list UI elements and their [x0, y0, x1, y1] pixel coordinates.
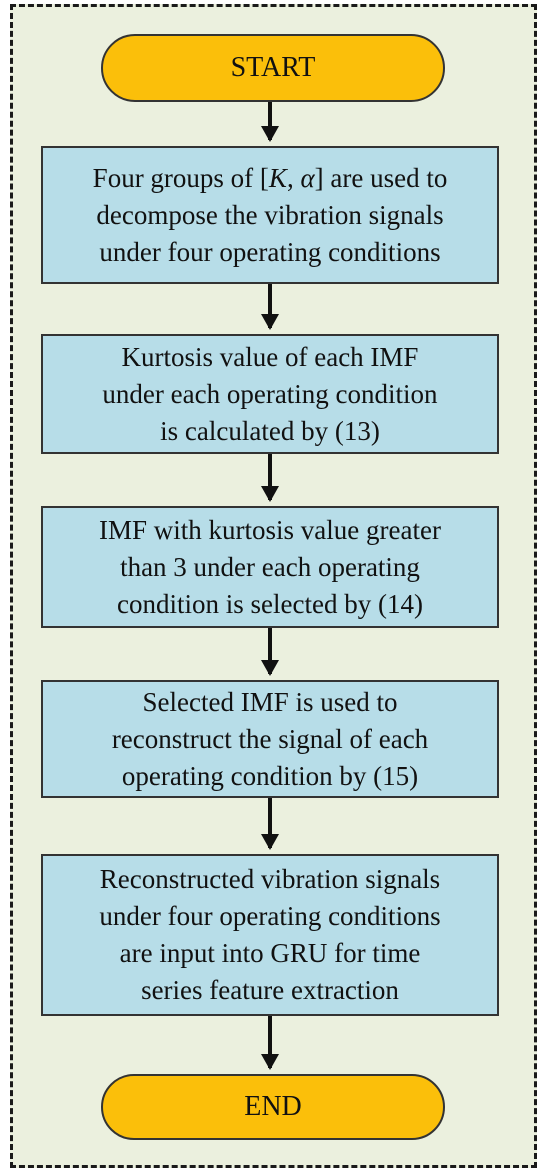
step-5-line-2: under four operating conditions [99, 901, 441, 931]
step-1-box: Four groups of [K, α] are used to decomp… [41, 146, 499, 284]
arrow-step-2-to-step-3 [261, 454, 279, 502]
arrow-step-5-to-end [261, 1016, 279, 1070]
end-label: END [244, 1091, 302, 1122]
step-5-line-1: Reconstructed vibration signals [99, 864, 441, 894]
step-4-line-2: reconstruct the signal of each [111, 723, 429, 754]
arrow-step-4-to-step-5 [261, 798, 279, 850]
step-5-line-4: series feature extraction [141, 975, 399, 1005]
step-3-line-2: than 3 under each operating [120, 551, 420, 582]
step-2-line-2: under each operating condition [102, 378, 438, 409]
step-4-line-1: Selected IMF is used to [142, 686, 398, 717]
step-3-line-3: condition is selected by (14) [117, 588, 423, 619]
step-1-line-2: decompose the vibration signals [96, 199, 444, 230]
step-5-line-3: are input into GRU for time [119, 938, 421, 968]
step-2-line-3: is calculated by (13) [160, 415, 380, 446]
end-terminal: END [101, 1074, 445, 1140]
start-label: START [230, 52, 316, 83]
step-4-box: Selected IMF is used to reconstruct the … [41, 680, 499, 798]
step-4-line-3: operating condition by (15) [121, 760, 419, 791]
step-3-line-1: IMF with kurtosis value greater [99, 514, 441, 545]
step-2-box: Kurtosis value of each IMF under each op… [41, 334, 499, 454]
step-3-box: IMF with kurtosis value greater than 3 u… [41, 506, 499, 628]
step-5-box: Reconstructed vibration signals under fo… [41, 854, 499, 1016]
arrow-step-3-to-step-4 [261, 628, 279, 676]
arrow-start-to-step-1 [261, 102, 279, 142]
step-1-line-1: Four groups of [K, α] are used to [92, 162, 448, 193]
step-2-line-1: Kurtosis value of each IMF [121, 341, 419, 372]
step-1-line-3: under four operating conditions [99, 236, 441, 267]
start-terminal: START [101, 34, 445, 102]
arrow-step-1-to-step-2 [261, 284, 279, 330]
